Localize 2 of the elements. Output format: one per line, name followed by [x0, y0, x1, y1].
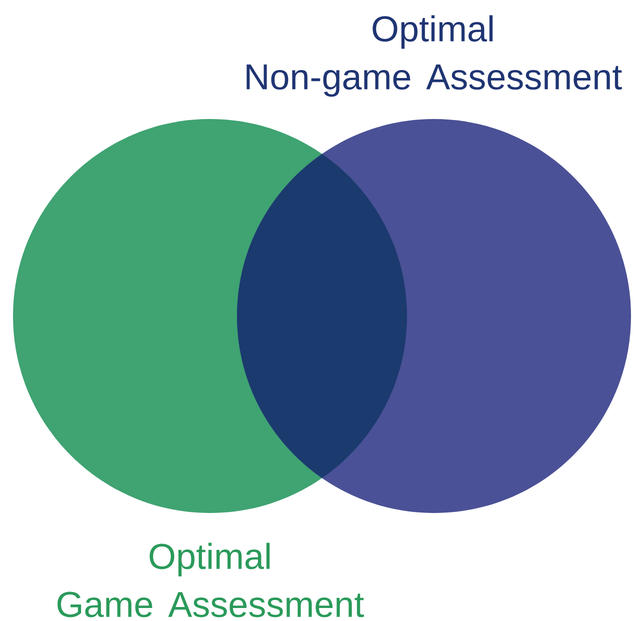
- circle-label: Optimal Game Assessment: [58, 542, 364, 618]
- circle-label: Optimal Non-game Assessment: [246, 15, 622, 97]
